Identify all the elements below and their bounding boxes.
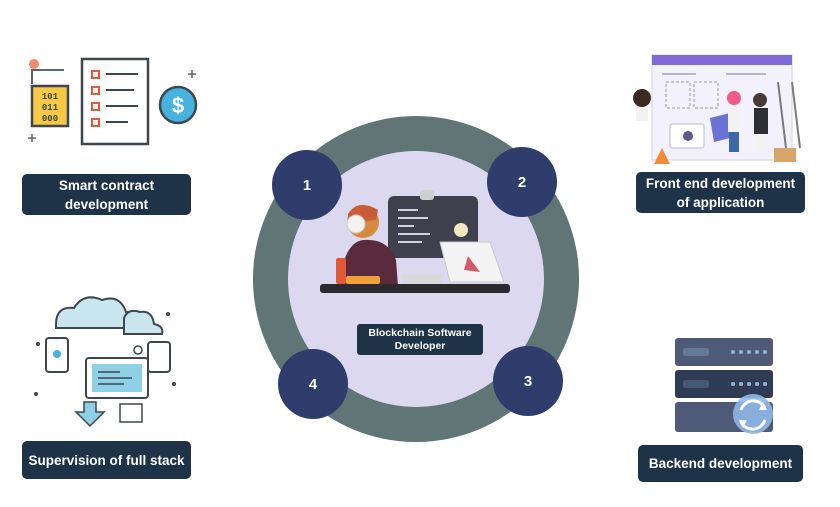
step-1-number: 1 — [302, 176, 312, 194]
step-1-circle: 1 — [272, 150, 342, 220]
step-2-number: 2 — [517, 173, 527, 191]
full-stack-label: Supervision of full stack — [22, 441, 191, 479]
smart-contract-text: Smart contract development — [58, 177, 155, 212]
front-end-team-icon — [633, 54, 801, 164]
binary-row-1: 101 — [42, 92, 59, 102]
step-3-number: 3 — [523, 372, 533, 390]
front-end-label: Front end development of application — [636, 172, 805, 213]
backend-text: Backend development — [648, 456, 793, 471]
backend-label: Backend development — [638, 445, 803, 482]
smart-contract-icon: 101 011 000 $ — [28, 57, 198, 146]
step-3-circle: 3 — [493, 346, 563, 416]
full-stack-icon — [34, 296, 176, 428]
full-stack-text: Supervision of full stack — [28, 452, 185, 468]
step-4-number: 4 — [308, 375, 318, 393]
binary-row-2: 011 — [42, 103, 59, 113]
smart-contract-label: Smart contract development — [22, 174, 191, 215]
center-label: Blockchain Software Developer — [357, 324, 483, 355]
front-end-text: Front end development of application — [645, 175, 796, 210]
developer-illustration — [320, 190, 510, 293]
binary-row-3: 000 — [42, 114, 58, 124]
step-2-circle: 2 — [487, 147, 557, 217]
currency-symbol: $ — [172, 93, 184, 118]
step-4-circle: 4 — [278, 349, 348, 419]
server-rack-icon — [675, 338, 773, 434]
